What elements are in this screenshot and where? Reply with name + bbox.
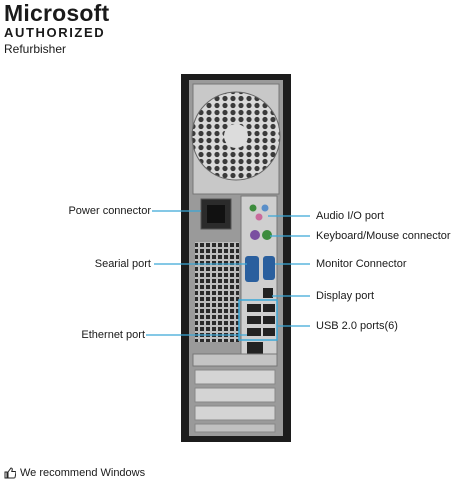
brand-authorized: AUTHORIZED <box>4 25 106 40</box>
label-power-connector: Power connector <box>68 205 151 217</box>
thumbs-up-icon <box>4 467 16 479</box>
brand-name: Microsoft <box>4 0 110 26</box>
brand-tagline: Refurbisher <box>4 42 67 56</box>
label-monitor-connector: Monitor Connector <box>316 258 407 270</box>
footer-text: We recommend Windows <box>20 467 146 479</box>
label-serial-port: Searial port <box>94 258 151 270</box>
footer: We recommend Windows <box>4 467 145 479</box>
label-audio-port: Audio I/O port <box>316 210 384 222</box>
label-ethernet-port: Ethernet port <box>81 329 145 341</box>
label-usb-ports: USB 2.0 ports(6) <box>316 320 398 332</box>
brand-block: Microsoft AUTHORIZED Refurbisher <box>4 0 110 56</box>
label-keyboard-mouse: Keyboard/Mouse connector <box>316 230 451 242</box>
label-display-port: Display port <box>316 290 375 302</box>
desktop-rear-image <box>181 74 291 442</box>
